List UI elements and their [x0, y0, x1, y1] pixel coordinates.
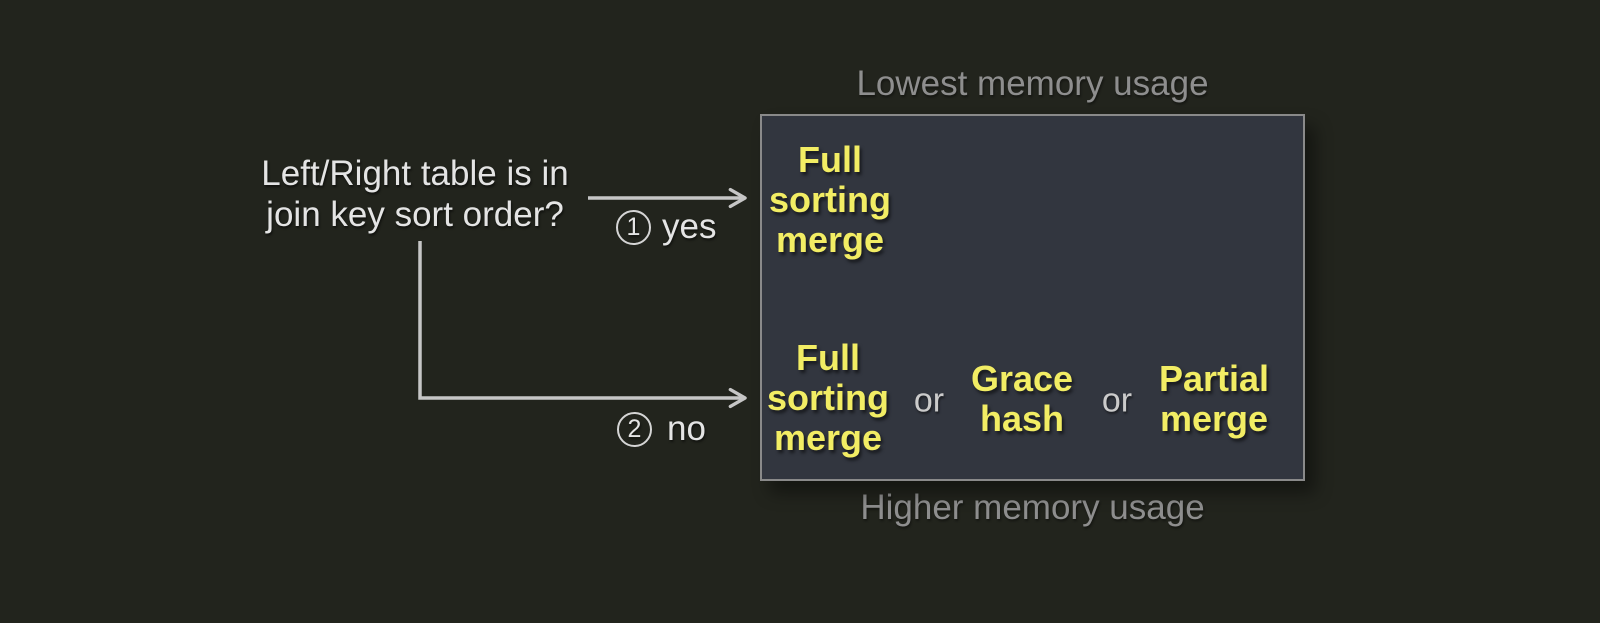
- question-line-2: join key sort order?: [266, 195, 564, 234]
- algo-line: Grace: [970, 358, 1074, 399]
- branch-no-text: no: [667, 409, 706, 448]
- or-separator-2: or: [1101, 381, 1133, 420]
- algo-line: Partial: [1158, 358, 1270, 399]
- algorithm-full-sorting-merge-unsorted: Full sorting merge: [767, 338, 889, 458]
- algo-line: merge: [775, 219, 885, 260]
- or-separator-1: or: [913, 381, 945, 420]
- algorithm-full-sorting-merge-sorted: Full sorting merge: [769, 140, 891, 260]
- algo-line: merge: [1159, 398, 1269, 439]
- question-line-1: Left/Right table is in: [261, 154, 569, 193]
- algo-line: Full: [796, 337, 860, 378]
- algo-line: merge: [773, 417, 883, 458]
- algorithm-grace-hash: Grace hash: [971, 359, 1073, 439]
- algorithm-partial-merge: Partial merge: [1159, 359, 1269, 439]
- algo-line: Full: [798, 139, 862, 180]
- branch-label-yes: 1 yes: [616, 207, 716, 247]
- caption-lowest-memory: Lowest memory usage: [856, 64, 1209, 103]
- branch-label-no: 2 no: [617, 409, 706, 449]
- circled-number-1-icon: 1: [616, 209, 651, 245]
- algo-line: sorting: [769, 179, 891, 220]
- algo-line: sorting: [767, 377, 889, 418]
- arrow-no: [418, 241, 747, 409]
- caption-higher-memory: Higher memory usage: [860, 488, 1205, 527]
- circled-number-2-icon: 2: [617, 411, 652, 447]
- algorithm-box: Full sorting merge Full sorting merge or…: [760, 114, 1305, 481]
- branch-yes-text: yes: [662, 207, 717, 246]
- algo-line: hash: [979, 398, 1065, 439]
- question-text: Left/Right table is in join key sort ord…: [200, 153, 630, 235]
